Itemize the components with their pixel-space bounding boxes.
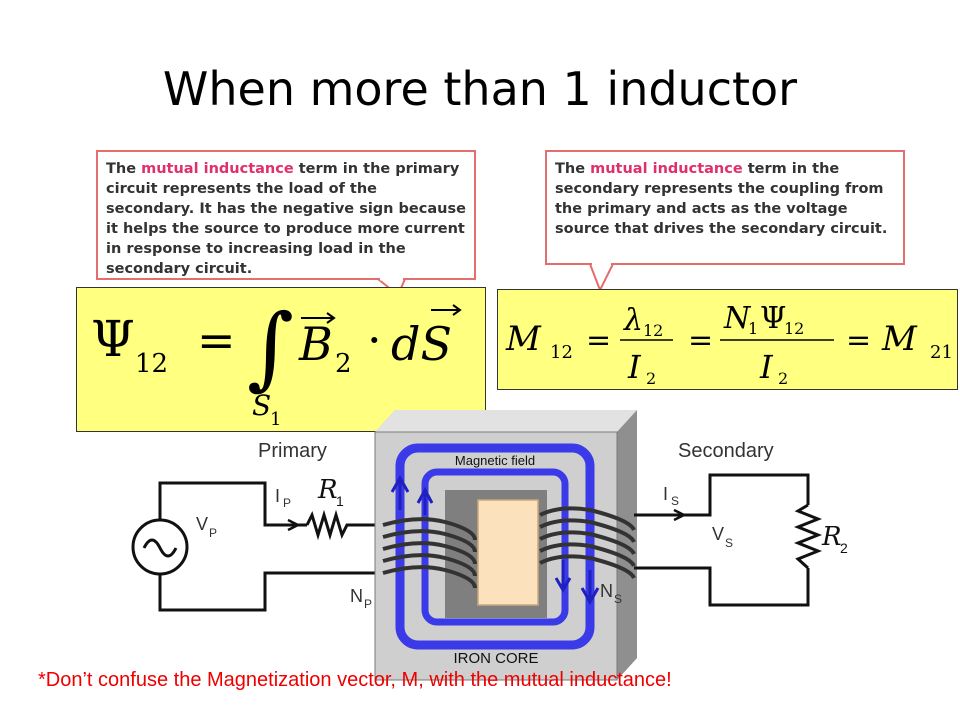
psi-symbol: Ψ [760,301,786,336]
ip-arrow-icon [270,518,301,532]
field-arrow-up-icon [390,474,410,510]
flux-equation-box: Ψ 12 = ∫ S 1 B 2 · dS [76,287,486,432]
slide-title: When more than 1 inductor [162,62,798,116]
vp-label: V [196,514,208,534]
equals-sign: = [586,323,611,358]
b-arrow-icon [301,312,336,324]
r1-label: R [317,475,338,505]
resistor-r1 [305,509,352,541]
vs-label: V [712,524,724,544]
i2-symbol-2: I [759,348,774,386]
np-subscript: P [364,597,372,611]
i2-symbol: I [627,348,642,386]
core-window-inner [477,499,539,606]
m12-subscript: 12 [550,342,573,363]
field-arrow-up-icon-2 [416,486,434,515]
integral-sign: ∫ [247,295,294,400]
equals-sign-2: = [688,323,713,358]
psi-subscript: 12 [135,349,168,379]
callout-highlight: mutual inductance [141,161,294,177]
magnetic-field-label: Magnetic field [455,453,535,468]
callout-text-start: The [555,161,591,177]
resistor-r2 [793,503,823,570]
i2-subscript: 2 [646,369,656,388]
lambda-symbol: λ [623,303,643,338]
callout-text-start: The [106,161,142,177]
mutual-inductance-equation-box: M 12 = λ 12 I 2 = N 1 Ψ 12 I 2 = M 21 [497,289,958,390]
magnetic-field-loop-inner [421,468,569,626]
primary-label: Primary [258,440,327,462]
r2-subscript: 2 [840,540,848,556]
flux-equation: Ψ 12 = ∫ S 1 B 2 · dS [91,295,462,430]
psi-subscript: 12 [784,319,804,338]
secondary-coil [539,506,636,580]
iron-core-top [375,410,637,432]
n1-symbol: N [723,301,752,336]
primary-callout: The mutual inductance term in the primar… [96,150,476,280]
secondary-label: Secondary [678,440,774,462]
b-subscript: 2 [335,349,352,379]
callout-text-rest: term in the secondary represents the cou… [555,161,888,237]
footnote: *Don’t confuse the Magnetization vector,… [38,669,672,691]
is-subscript: S [671,494,679,508]
ns-label: N [600,581,613,601]
ip-label: I [275,486,280,506]
vs-subscript: S [725,536,733,550]
is-arrow-icon [656,508,687,522]
equals-sign: = [197,313,236,367]
callout-text-rest: term in the primary circuit represents t… [106,161,466,277]
ac-wave-icon [142,538,178,558]
ip-subscript: P [283,496,291,510]
i2-subscript-2: 2 [778,369,788,388]
m21-symbol: M [881,319,918,359]
is-label: I [663,484,668,504]
integral-limit-sub: 1 [270,409,281,430]
vp-subscript: P [209,526,217,540]
b-vector: B [298,317,333,371]
n1-subscript: 1 [748,319,758,338]
m12-symbol: M [505,319,542,359]
mutual-inductance-equation: M 12 = λ 12 I 2 = N 1 Ψ 12 I 2 = M 21 [505,301,953,388]
np-label: N [350,586,363,606]
r2-label: R [821,522,842,552]
psi-symbol: Ψ [91,310,135,368]
lambda-subscript: 12 [643,321,663,340]
dot-operator: · [367,313,382,367]
iron-core-label: IRON CORE [453,650,538,667]
secondary-callout: The mutual inductance term in the second… [545,150,905,265]
r1-subscript: 1 [336,493,344,509]
ds-vector: dS [391,317,452,371]
field-arrow-down-icon [554,560,572,593]
field-arrow-down-icon-2 [580,570,600,606]
m21-subscript: 21 [930,342,953,363]
equals-sign-3: = [846,323,871,358]
primary-coil [382,517,477,589]
callout-highlight: mutual inductance [590,161,743,177]
ns-subscript: S [614,592,622,606]
integral-limit: S [252,389,271,422]
s-arrow-icon [431,304,462,316]
